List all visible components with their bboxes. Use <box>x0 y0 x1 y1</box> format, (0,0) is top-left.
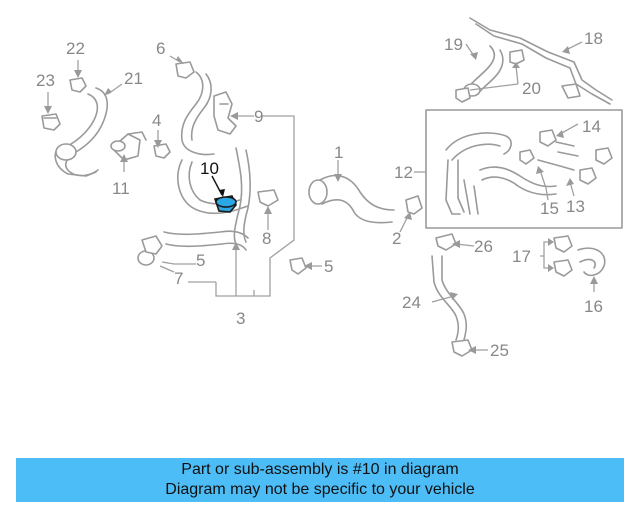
label-3: 3 <box>236 309 245 328</box>
label-9: 9 <box>254 107 263 126</box>
label-26: 26 <box>474 237 493 256</box>
arrow-10 <box>219 189 225 197</box>
hose-1 <box>308 174 395 224</box>
label-2: 2 <box>392 229 401 248</box>
label-21: 21 <box>124 69 143 88</box>
clamp-2 <box>405 195 423 215</box>
clamp-20 <box>455 49 525 103</box>
bracket-9 <box>213 91 237 135</box>
part-10-clamp-highlighted <box>213 195 237 213</box>
label-5-left: 5 <box>196 251 205 270</box>
label-15: 15 <box>540 199 559 218</box>
info-banner: Part or sub-assembly is #10 in diagram D… <box>16 458 624 502</box>
hose-24 <box>431 255 468 341</box>
connector-11 <box>110 131 147 161</box>
hose-main-3 <box>163 71 251 251</box>
connector-7 <box>137 235 163 266</box>
leader-lines <box>44 41 598 354</box>
label-6: 6 <box>156 39 165 58</box>
label-4: 4 <box>152 111 161 130</box>
clamp-25 <box>451 339 473 357</box>
banner-line-1: Part or sub-assembly is #10 in diagram <box>181 461 459 478</box>
label-10: 10 <box>200 159 219 178</box>
label-12: 12 <box>394 163 413 182</box>
clamp-23 <box>41 113 61 131</box>
hose-21 <box>54 87 109 177</box>
clamp-4 <box>153 143 171 159</box>
label-11: 11 <box>112 179 130 198</box>
clamps-17 <box>553 235 573 277</box>
label-1: 1 <box>334 143 343 162</box>
label-22: 22 <box>66 39 85 58</box>
clamp-8 <box>257 189 279 207</box>
label-18: 18 <box>584 29 603 48</box>
label-17: 17 <box>512 247 531 266</box>
hoses-12-assembly <box>445 129 613 215</box>
label-24: 24 <box>402 293 421 312</box>
label-25: 25 <box>490 341 509 360</box>
label-14: 14 <box>582 117 601 136</box>
label-20: 20 <box>522 79 541 98</box>
pipe-18 <box>469 17 613 105</box>
label-13: 13 <box>566 197 585 216</box>
label-8: 8 <box>262 229 271 248</box>
clamp-22 <box>69 77 87 93</box>
hose-16 <box>577 247 606 277</box>
clamp-5-lower <box>289 257 307 275</box>
parts-diagram: 22 23 21 11 6 4 9 10 8 5 7 5 3 1 2 12 14… <box>36 17 623 360</box>
label-16: 16 <box>584 297 603 316</box>
label-5-right: 5 <box>324 257 333 276</box>
label-19: 19 <box>444 35 463 54</box>
label-7: 7 <box>174 269 183 288</box>
clamp-6 <box>175 61 195 79</box>
label-23: 23 <box>36 71 55 90</box>
banner-line-2: Diagram may not be specific to your vehi… <box>165 481 475 498</box>
clamp-26 <box>435 233 457 251</box>
